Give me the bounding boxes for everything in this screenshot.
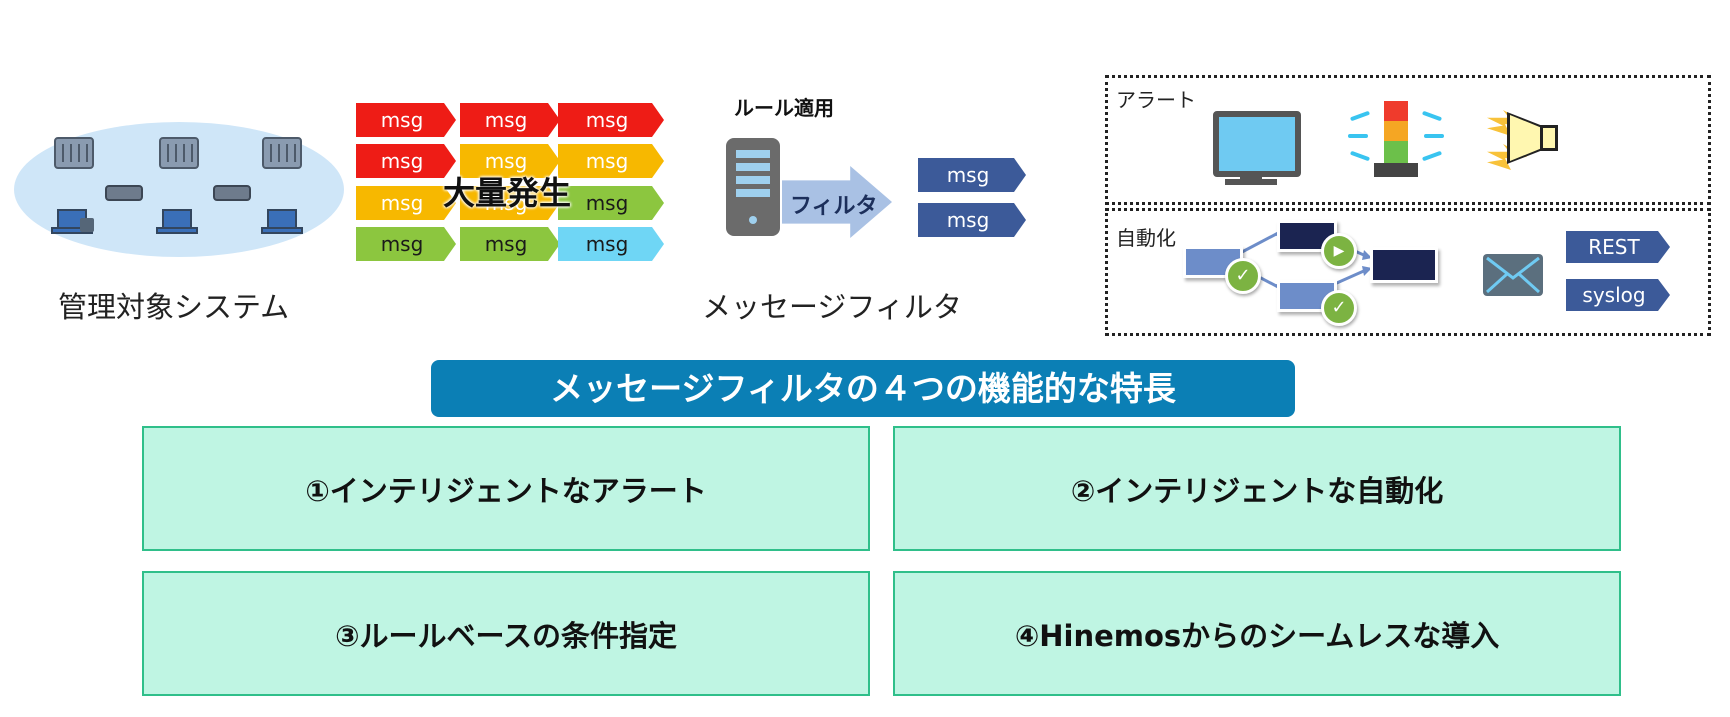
msg-arrow: msg bbox=[356, 186, 456, 220]
message-filter-caption: メッセージフィルタ bbox=[702, 290, 962, 324]
msg-arrow: msg bbox=[460, 186, 560, 220]
alert-panel-label: アラート bbox=[1116, 88, 1196, 112]
server-icon bbox=[262, 137, 302, 169]
rest-output-arrow: REST bbox=[1566, 231, 1670, 263]
check-icon: ✓ bbox=[1225, 258, 1261, 294]
signal-tower-amber bbox=[1384, 121, 1408, 141]
msg-arrow: msg bbox=[558, 227, 664, 261]
horn-body bbox=[1540, 125, 1558, 151]
signal-ray bbox=[1348, 134, 1368, 138]
msg-arrow: msg bbox=[460, 227, 560, 261]
mass-occurrence-label: 大量発生 bbox=[443, 174, 572, 212]
msg-arrow: msg bbox=[460, 144, 560, 178]
monitor-stand bbox=[1240, 171, 1262, 181]
signal-ray bbox=[1424, 134, 1444, 138]
signal-tower-green bbox=[1384, 141, 1408, 163]
monitor-base bbox=[1225, 179, 1277, 185]
feature-box-2: ②インテリジェントな自動化 bbox=[893, 426, 1621, 551]
signal-tower-base bbox=[1374, 163, 1418, 177]
server-icon bbox=[159, 137, 199, 169]
msg-arrow: msg bbox=[356, 103, 456, 137]
msg-arrow: msg bbox=[558, 144, 664, 178]
workflow-step bbox=[1277, 220, 1337, 252]
msg-arrow: msg bbox=[460, 103, 560, 137]
feature-box-1: ①インテリジェントなアラート bbox=[142, 426, 870, 551]
mail-icon-flap bbox=[1485, 256, 1541, 294]
laptop-icon bbox=[51, 209, 303, 234]
msg-arrow: msg bbox=[558, 103, 664, 137]
managed-systems-caption: 管理対象システム bbox=[58, 290, 290, 324]
server-icon bbox=[54, 137, 94, 169]
filtered-msg-arrow: msg bbox=[918, 203, 1026, 237]
feature-box-3: ③ルールベースの条件指定 bbox=[142, 571, 870, 696]
signal-tower-icon bbox=[1384, 101, 1408, 121]
alert-panel bbox=[1105, 75, 1711, 205]
feature-box-4: ④Hinemosからのシームレスな導入 bbox=[893, 571, 1621, 696]
managed-systems-icons bbox=[51, 137, 303, 234]
monitor-icon bbox=[1213, 111, 1301, 177]
check-icon: ✓ bbox=[1321, 290, 1357, 326]
msg-arrow: msg bbox=[356, 144, 456, 178]
filter-server-icon bbox=[726, 138, 780, 236]
filtered-msg-arrow: msg bbox=[918, 158, 1026, 192]
rule-apply-label: ルール適用 bbox=[734, 96, 834, 120]
printer-icon bbox=[80, 218, 94, 232]
syslog-output-arrow: syslog bbox=[1566, 279, 1670, 311]
network-switch-icon bbox=[105, 185, 251, 201]
automation-panel-label: 自動化 bbox=[1116, 226, 1176, 250]
automation-panel bbox=[1105, 208, 1711, 336]
play-icon: ▶ bbox=[1321, 233, 1357, 269]
filter-arrow-label: フィルタ bbox=[790, 194, 878, 219]
msg-arrow: msg bbox=[356, 227, 456, 261]
features-title: メッセージフィルタの４つの機能的な特長 bbox=[431, 360, 1295, 417]
msg-arrow: msg bbox=[558, 186, 664, 220]
workflow-step bbox=[1370, 247, 1438, 283]
